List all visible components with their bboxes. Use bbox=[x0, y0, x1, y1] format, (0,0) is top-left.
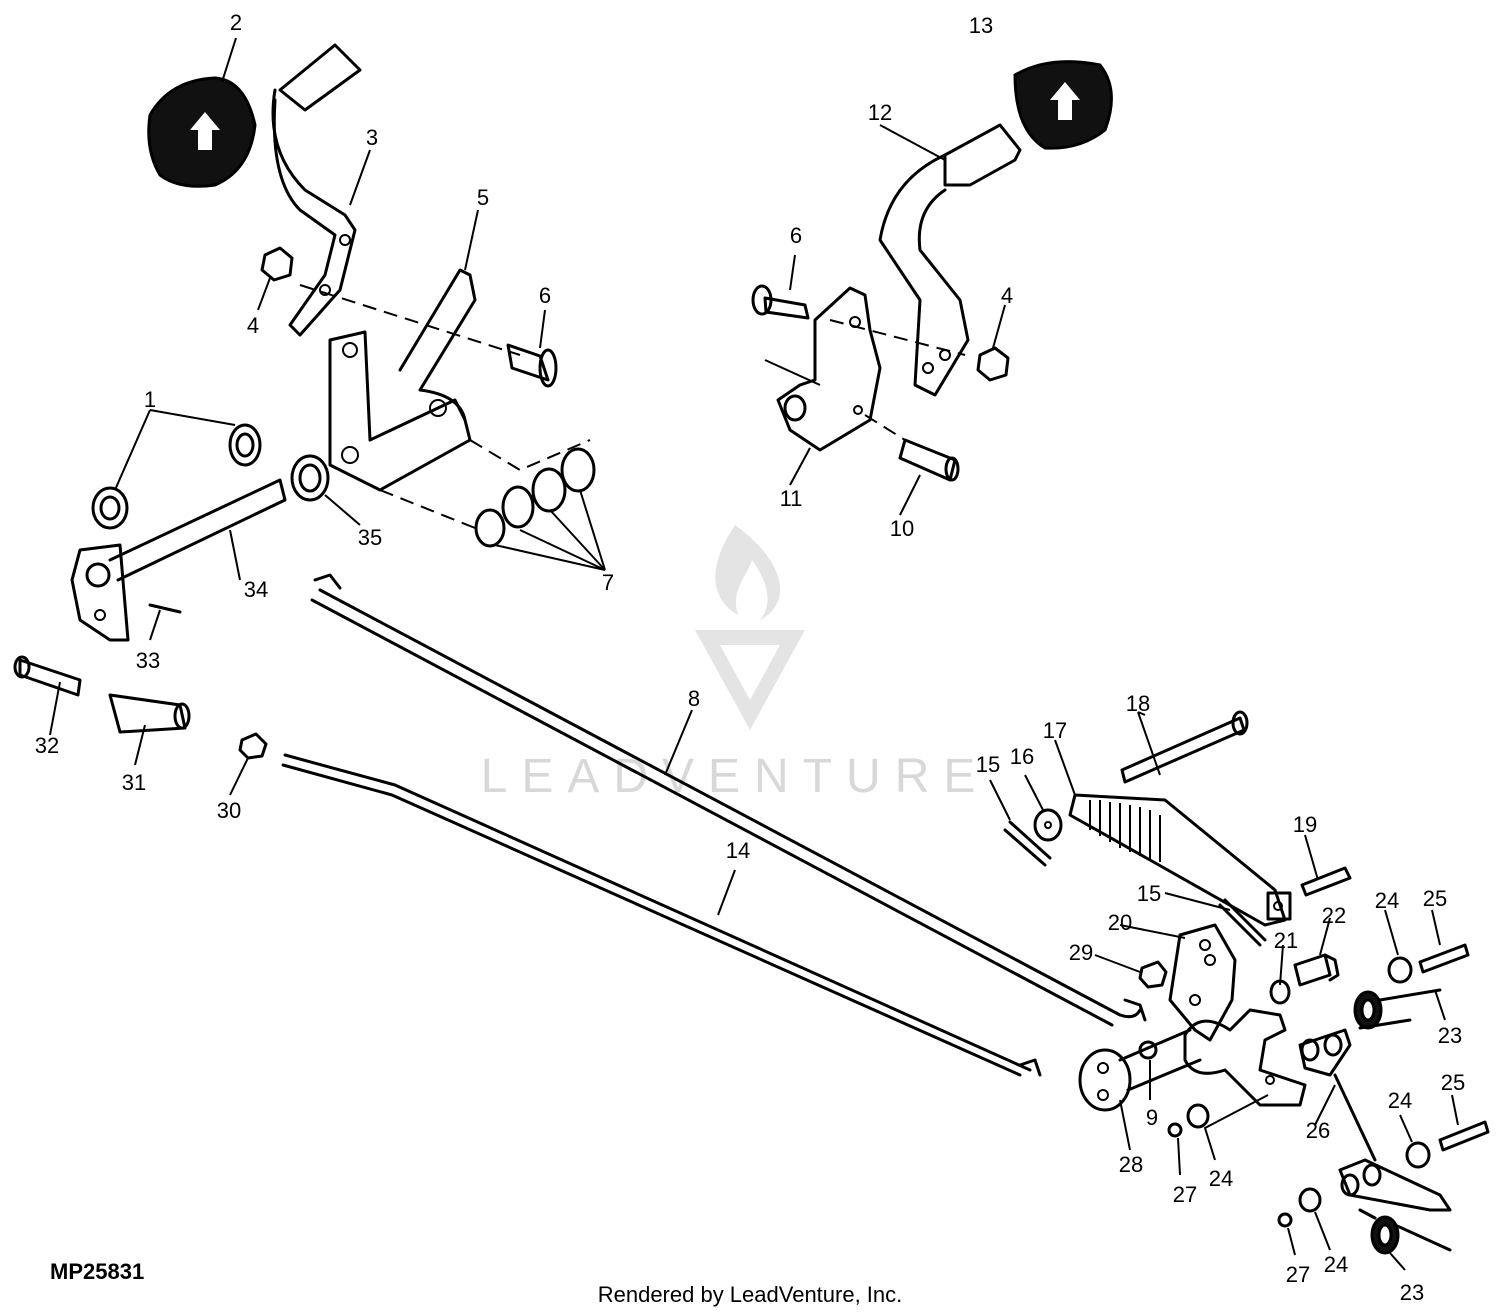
cotter-pin[interactable] bbox=[148, 603, 182, 614]
bracket-26[interactable] bbox=[1183, 1008, 1452, 1212]
spring-damper-17[interactable] bbox=[1068, 793, 1292, 927]
callout-22: 22 bbox=[1322, 903, 1346, 928]
spacer-24-d[interactable] bbox=[1298, 1187, 1322, 1213]
nut-27-a[interactable] bbox=[1167, 1122, 1183, 1138]
callout-24-c: 24 bbox=[1388, 1088, 1412, 1113]
brake-pedal-arm[interactable] bbox=[271, 43, 362, 337]
callout-labels: 2 3 5 4 6 1 35 34 7 33 32 31 30 8 14 13 … bbox=[35, 10, 1465, 1305]
callout-34: 34 bbox=[244, 577, 268, 602]
long-bolt-18[interactable] bbox=[1120, 710, 1249, 784]
callout-15-lower: 15 bbox=[1137, 881, 1161, 906]
callout-30: 30 bbox=[217, 798, 241, 823]
spacer-24-c[interactable] bbox=[1405, 1141, 1431, 1169]
callout-15-upper: 15 bbox=[976, 752, 1000, 777]
clip-15-upper[interactable] bbox=[1003, 820, 1052, 867]
callout-20: 20 bbox=[1108, 910, 1132, 935]
drive-rod-14[interactable] bbox=[281, 753, 1042, 1077]
callout-27-a: 27 bbox=[1173, 1182, 1197, 1207]
washer-16[interactable] bbox=[1033, 808, 1063, 842]
callout-23-lower: 23 bbox=[1400, 1280, 1424, 1305]
callout-11: 11 bbox=[780, 486, 803, 511]
callout-14: 14 bbox=[726, 838, 750, 863]
callout-35: 35 bbox=[358, 525, 382, 550]
diagram-id: MP25831 bbox=[50, 1259, 144, 1284]
bolt-25-upper[interactable] bbox=[1418, 943, 1470, 974]
callout-2: 2 bbox=[230, 10, 242, 35]
callout-7: 7 bbox=[602, 570, 614, 595]
flange-nut-right[interactable] bbox=[976, 346, 1010, 382]
clevis-pin-right[interactable] bbox=[751, 284, 810, 320]
callout-24-a: 24 bbox=[1375, 888, 1399, 913]
pin-10[interactable] bbox=[864, 414, 960, 482]
nut-29[interactable] bbox=[1138, 960, 1168, 989]
callout-6-left: 6 bbox=[539, 283, 551, 308]
watermark-logo: LEADVENTURE bbox=[481, 525, 990, 803]
callout-6-right: 6 bbox=[790, 223, 802, 248]
clip-15-lower[interactable] bbox=[1218, 898, 1267, 947]
callout-3: 3 bbox=[366, 125, 378, 150]
hub-28[interactable] bbox=[1078, 1028, 1202, 1112]
callout-12: 12 bbox=[868, 100, 892, 125]
callout-4-left: 4 bbox=[247, 313, 259, 338]
callout-18: 18 bbox=[1126, 691, 1150, 716]
brake-rod-8[interactable] bbox=[310, 573, 1147, 1027]
coupler-31[interactable] bbox=[108, 693, 191, 734]
torsion-spring-upper[interactable] bbox=[1353, 988, 1442, 1030]
stud-19[interactable] bbox=[1300, 866, 1352, 897]
callout-5: 5 bbox=[477, 185, 489, 210]
flange-nut-left[interactable] bbox=[260, 246, 294, 282]
callout-25-lower: 25 bbox=[1441, 1070, 1465, 1095]
callout-10: 10 bbox=[890, 516, 914, 541]
plate-20[interactable] bbox=[1168, 923, 1237, 1042]
clevis-pin-left[interactable] bbox=[506, 343, 558, 388]
nut-30[interactable] bbox=[238, 732, 268, 760]
bolt-25-lower[interactable] bbox=[1438, 1120, 1490, 1152]
callout-28: 28 bbox=[1119, 1152, 1143, 1177]
callout-27-b: 27 bbox=[1286, 1262, 1310, 1287]
nut-27-b[interactable] bbox=[1277, 1212, 1293, 1228]
washer-35[interactable] bbox=[290, 454, 330, 502]
callout-26: 26 bbox=[1306, 1118, 1330, 1143]
spacer-24-a[interactable] bbox=[1387, 956, 1413, 984]
callout-9: 9 bbox=[1146, 1105, 1158, 1130]
callout-32: 32 bbox=[35, 733, 59, 758]
bushings[interactable] bbox=[91, 423, 262, 530]
bolt-22[interactable] bbox=[1293, 953, 1340, 987]
callout-25-upper: 25 bbox=[1423, 886, 1447, 911]
callout-33: 33 bbox=[136, 648, 160, 673]
callout-17: 17 bbox=[1043, 718, 1067, 743]
callout-29: 29 bbox=[1069, 940, 1093, 965]
torsion-spring-lower[interactable] bbox=[1358, 1208, 1452, 1255]
callout-21: 21 bbox=[1274, 928, 1298, 953]
spacer-24-b[interactable] bbox=[1186, 1103, 1210, 1129]
callout-24-d: 24 bbox=[1324, 1252, 1348, 1277]
washers-set[interactable] bbox=[474, 447, 596, 548]
washer-9[interactable] bbox=[1138, 1040, 1158, 1060]
callout-16: 16 bbox=[1010, 744, 1034, 769]
callout-23-upper: 23 bbox=[1438, 1023, 1462, 1048]
callout-19: 19 bbox=[1293, 812, 1317, 837]
callout-1: 1 bbox=[144, 387, 156, 412]
watermark-text: LEADVENTURE bbox=[481, 750, 990, 803]
pedal-bracket[interactable] bbox=[328, 268, 591, 531]
callout-13: 13 bbox=[969, 13, 993, 38]
speed-pedal-bracket[interactable] bbox=[764, 286, 882, 452]
leader-lines bbox=[49, 37, 1459, 1271]
callout-4-right: 4 bbox=[1001, 283, 1013, 308]
callout-31: 31 bbox=[122, 770, 146, 795]
callout-24-b: 24 bbox=[1209, 1166, 1233, 1191]
footer-credit: Rendered by LeadVenture, Inc. bbox=[597, 1282, 903, 1307]
speed-pedal-arm[interactable] bbox=[878, 123, 1022, 397]
pin-32[interactable] bbox=[13, 655, 82, 697]
cross-shaft[interactable] bbox=[70, 478, 287, 642]
speed-pedal-pad[interactable] bbox=[1013, 60, 1113, 150]
callout-8: 8 bbox=[688, 686, 700, 711]
brake-pedal-pad[interactable] bbox=[147, 76, 257, 188]
